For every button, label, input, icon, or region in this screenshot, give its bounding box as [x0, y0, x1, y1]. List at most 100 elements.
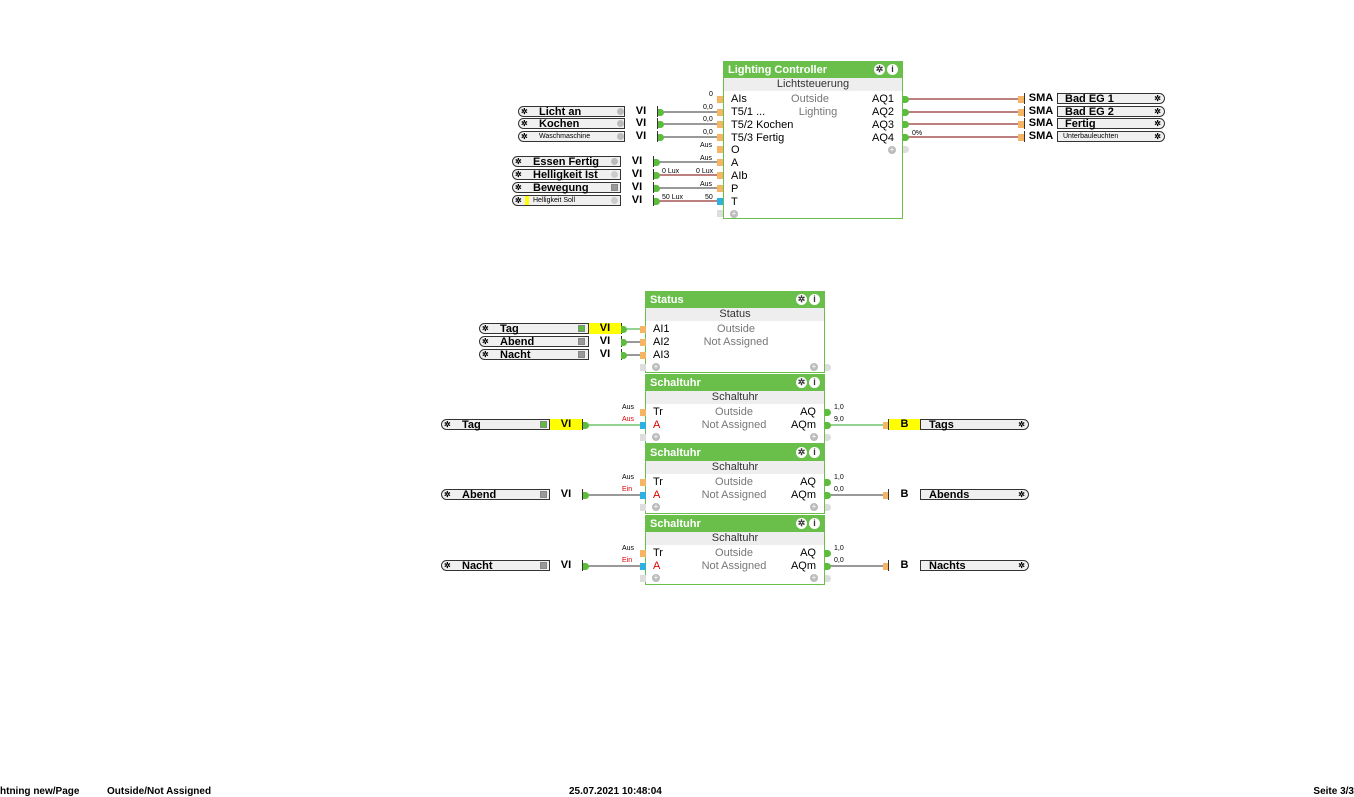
- info-icon[interactable]: i: [809, 447, 820, 458]
- output-pin[interactable]: [654, 159, 660, 166]
- add-output-icon[interactable]: +: [888, 145, 896, 154]
- input-pin[interactable]: [717, 185, 723, 192]
- input-pin[interactable]: [1018, 121, 1024, 128]
- add-input-icon[interactable]: +: [652, 362, 660, 371]
- gear-icon[interactable]: ✲: [796, 377, 807, 388]
- status-source-nacht[interactable]: ✲ Nacht VI: [479, 349, 622, 361]
- info-icon[interactable]: i: [809, 294, 820, 305]
- add-input-icon[interactable]: +: [730, 209, 738, 218]
- input-pin[interactable]: [640, 352, 646, 359]
- gear-icon[interactable]: ✲: [796, 518, 807, 529]
- timer-block-nacht[interactable]: Schaltuhr ✲ i Schaltuhr Tr A Outside Not…: [645, 515, 825, 585]
- gear-icon[interactable]: ✲: [515, 183, 522, 192]
- input-pin[interactable]: [640, 575, 646, 582]
- output-pin[interactable]: [825, 504, 831, 511]
- output-pin[interactable]: [825, 575, 831, 582]
- gear-icon[interactable]: ✲: [874, 64, 885, 75]
- gear-icon[interactable]: ✲: [1018, 420, 1025, 429]
- gear-icon[interactable]: ✲: [482, 350, 489, 359]
- add-input-icon[interactable]: +: [652, 573, 660, 582]
- input-pin[interactable]: [1018, 134, 1024, 141]
- virtual-input-helligkeit-ist[interactable]: ✲ Helligkeit Ist VI: [512, 169, 654, 181]
- timer-source-tag[interactable]: ✲ Tag VI: [441, 419, 583, 431]
- gear-icon[interactable]: ✲: [482, 337, 489, 346]
- timer-source-abend[interactable]: ✲ Abend VI: [441, 489, 583, 501]
- gear-icon[interactable]: ✲: [444, 420, 451, 429]
- input-pin[interactable]: [717, 210, 723, 217]
- input-pin[interactable]: [640, 563, 646, 570]
- timer-source-nacht[interactable]: ✲ Nacht VI: [441, 560, 583, 572]
- gear-icon[interactable]: ✲: [1018, 490, 1025, 499]
- output-pin[interactable]: [654, 185, 660, 192]
- input-pin[interactable]: [640, 434, 646, 441]
- output-pin[interactable]: [621, 339, 627, 346]
- gear-icon[interactable]: ✲: [521, 107, 528, 116]
- output-pin[interactable]: [903, 96, 909, 103]
- input-pin[interactable]: [640, 492, 646, 499]
- input-pin[interactable]: [640, 409, 646, 416]
- gear-icon[interactable]: ✲: [482, 324, 489, 333]
- output-pin[interactable]: [658, 109, 664, 116]
- gear-icon[interactable]: ✲: [1018, 561, 1025, 570]
- input-pin[interactable]: [717, 96, 723, 103]
- gear-icon[interactable]: ✲: [796, 447, 807, 458]
- output-pin[interactable]: [825, 563, 831, 570]
- input-pin[interactable]: [717, 172, 723, 179]
- input-pin[interactable]: [640, 364, 646, 371]
- gear-icon[interactable]: ✲: [521, 132, 528, 141]
- virtual-input-helligkeit-soll[interactable]: ✲ Helligkeit Soll VI: [512, 195, 654, 206]
- output-pin[interactable]: [825, 409, 831, 416]
- output-pin[interactable]: [903, 121, 909, 128]
- gear-icon[interactable]: ✲: [444, 490, 451, 499]
- add-output-icon[interactable]: +: [810, 432, 818, 441]
- input-pin[interactable]: [640, 326, 646, 333]
- input-pin[interactable]: [717, 198, 723, 205]
- output-pin[interactable]: [825, 422, 831, 429]
- output-pin[interactable]: [825, 434, 831, 441]
- gear-icon[interactable]: ✲: [796, 294, 807, 305]
- timer-target-abend[interactable]: B Abends ✲: [888, 489, 1029, 501]
- output-pin[interactable]: [654, 198, 660, 205]
- output-pin[interactable]: [903, 109, 909, 116]
- timer-target-nacht[interactable]: B Nachts ✲: [888, 560, 1029, 572]
- output-pin[interactable]: [825, 550, 831, 557]
- input-pin[interactable]: [1018, 109, 1024, 116]
- virtual-input-waschmaschine[interactable]: ✲ Waschmaschine VI: [518, 131, 658, 142]
- input-pin[interactable]: [640, 422, 646, 429]
- input-pin[interactable]: [883, 563, 889, 570]
- output-pin[interactable]: [658, 121, 664, 128]
- output-target-bad-eg-1[interactable]: SMA Bad EG 1 ✲: [1024, 93, 1165, 105]
- output-target-unterbauleuchten[interactable]: SMA Unterbauleuchten ✲: [1024, 131, 1165, 142]
- output-pin[interactable]: [583, 492, 589, 499]
- gear-icon[interactable]: ✲: [515, 157, 522, 166]
- gear-icon[interactable]: ✲: [1154, 107, 1161, 116]
- input-pin[interactable]: [1018, 96, 1024, 103]
- add-output-icon[interactable]: +: [810, 362, 818, 371]
- timer-target-tag[interactable]: B Tags ✲: [888, 419, 1029, 431]
- output-pin[interactable]: [583, 563, 589, 570]
- input-pin[interactable]: [717, 121, 723, 128]
- output-pin[interactable]: [903, 146, 909, 153]
- lighting-controller-block[interactable]: Lighting Controller ✲ i Lichtsteuerung A…: [723, 61, 903, 219]
- virtual-input-bewegung[interactable]: ✲ Bewegung VI: [512, 182, 654, 194]
- output-pin[interactable]: [621, 352, 627, 359]
- input-pin[interactable]: [640, 550, 646, 557]
- status-block[interactable]: Status ✲ i Status AI1 AI2 AI3 Outside No…: [645, 291, 825, 373]
- gear-icon[interactable]: ✲: [1154, 132, 1161, 141]
- input-pin[interactable]: [640, 339, 646, 346]
- add-input-icon[interactable]: +: [652, 502, 660, 511]
- gear-icon[interactable]: ✲: [1154, 119, 1161, 128]
- gear-icon[interactable]: ✲: [521, 119, 528, 128]
- output-pin[interactable]: [825, 479, 831, 486]
- info-icon[interactable]: i: [809, 377, 820, 388]
- output-pin[interactable]: [621, 326, 627, 333]
- info-icon[interactable]: i: [887, 64, 898, 75]
- gear-icon[interactable]: ✲: [444, 561, 451, 570]
- input-pin[interactable]: [640, 504, 646, 511]
- input-pin[interactable]: [717, 134, 723, 141]
- gear-icon[interactable]: ✲: [1154, 94, 1161, 103]
- timer-block-tag[interactable]: Schaltuhr ✲ i Schaltuhr Tr A Outside Not…: [645, 374, 825, 444]
- output-pin[interactable]: [825, 492, 831, 499]
- add-input-icon[interactable]: +: [652, 432, 660, 441]
- output-pin[interactable]: [654, 172, 660, 179]
